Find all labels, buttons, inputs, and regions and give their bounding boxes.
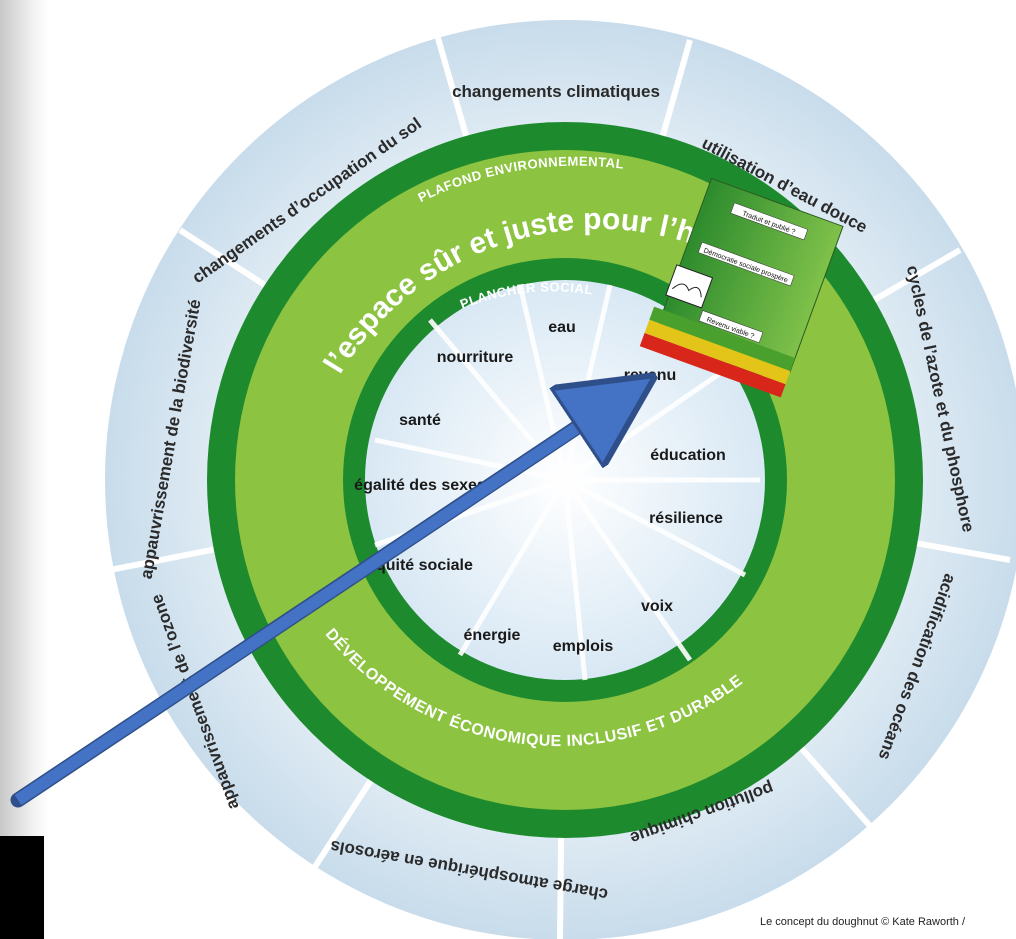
inner-sector-label: nourriture [437,349,514,366]
inner-sector-label: énergie [464,627,521,644]
book-cover-overlay: Traduit et publié ? Démocratie sociale p… [639,177,844,398]
inner-sector-label: voix [641,598,673,615]
inner-sector-label: équité sociale [367,557,473,574]
pointer-arrow [14,395,626,805]
credit-text: Le concept du doughnut © Kate Raworth / [760,916,966,928]
inner-sector-label: emplois [553,638,614,655]
inner-sector-label: résilience [649,510,723,527]
inner-sector-label: revenu [624,367,676,384]
inner-sector-label: santé [399,412,441,429]
outer-sector-label: changements climatiques [452,82,660,101]
inner-sector-label: eau [548,319,576,336]
black-corner-block [0,836,44,939]
inner-sector-label: égalité des sexes [354,477,486,494]
inner-sector-label: éducation [650,447,726,464]
